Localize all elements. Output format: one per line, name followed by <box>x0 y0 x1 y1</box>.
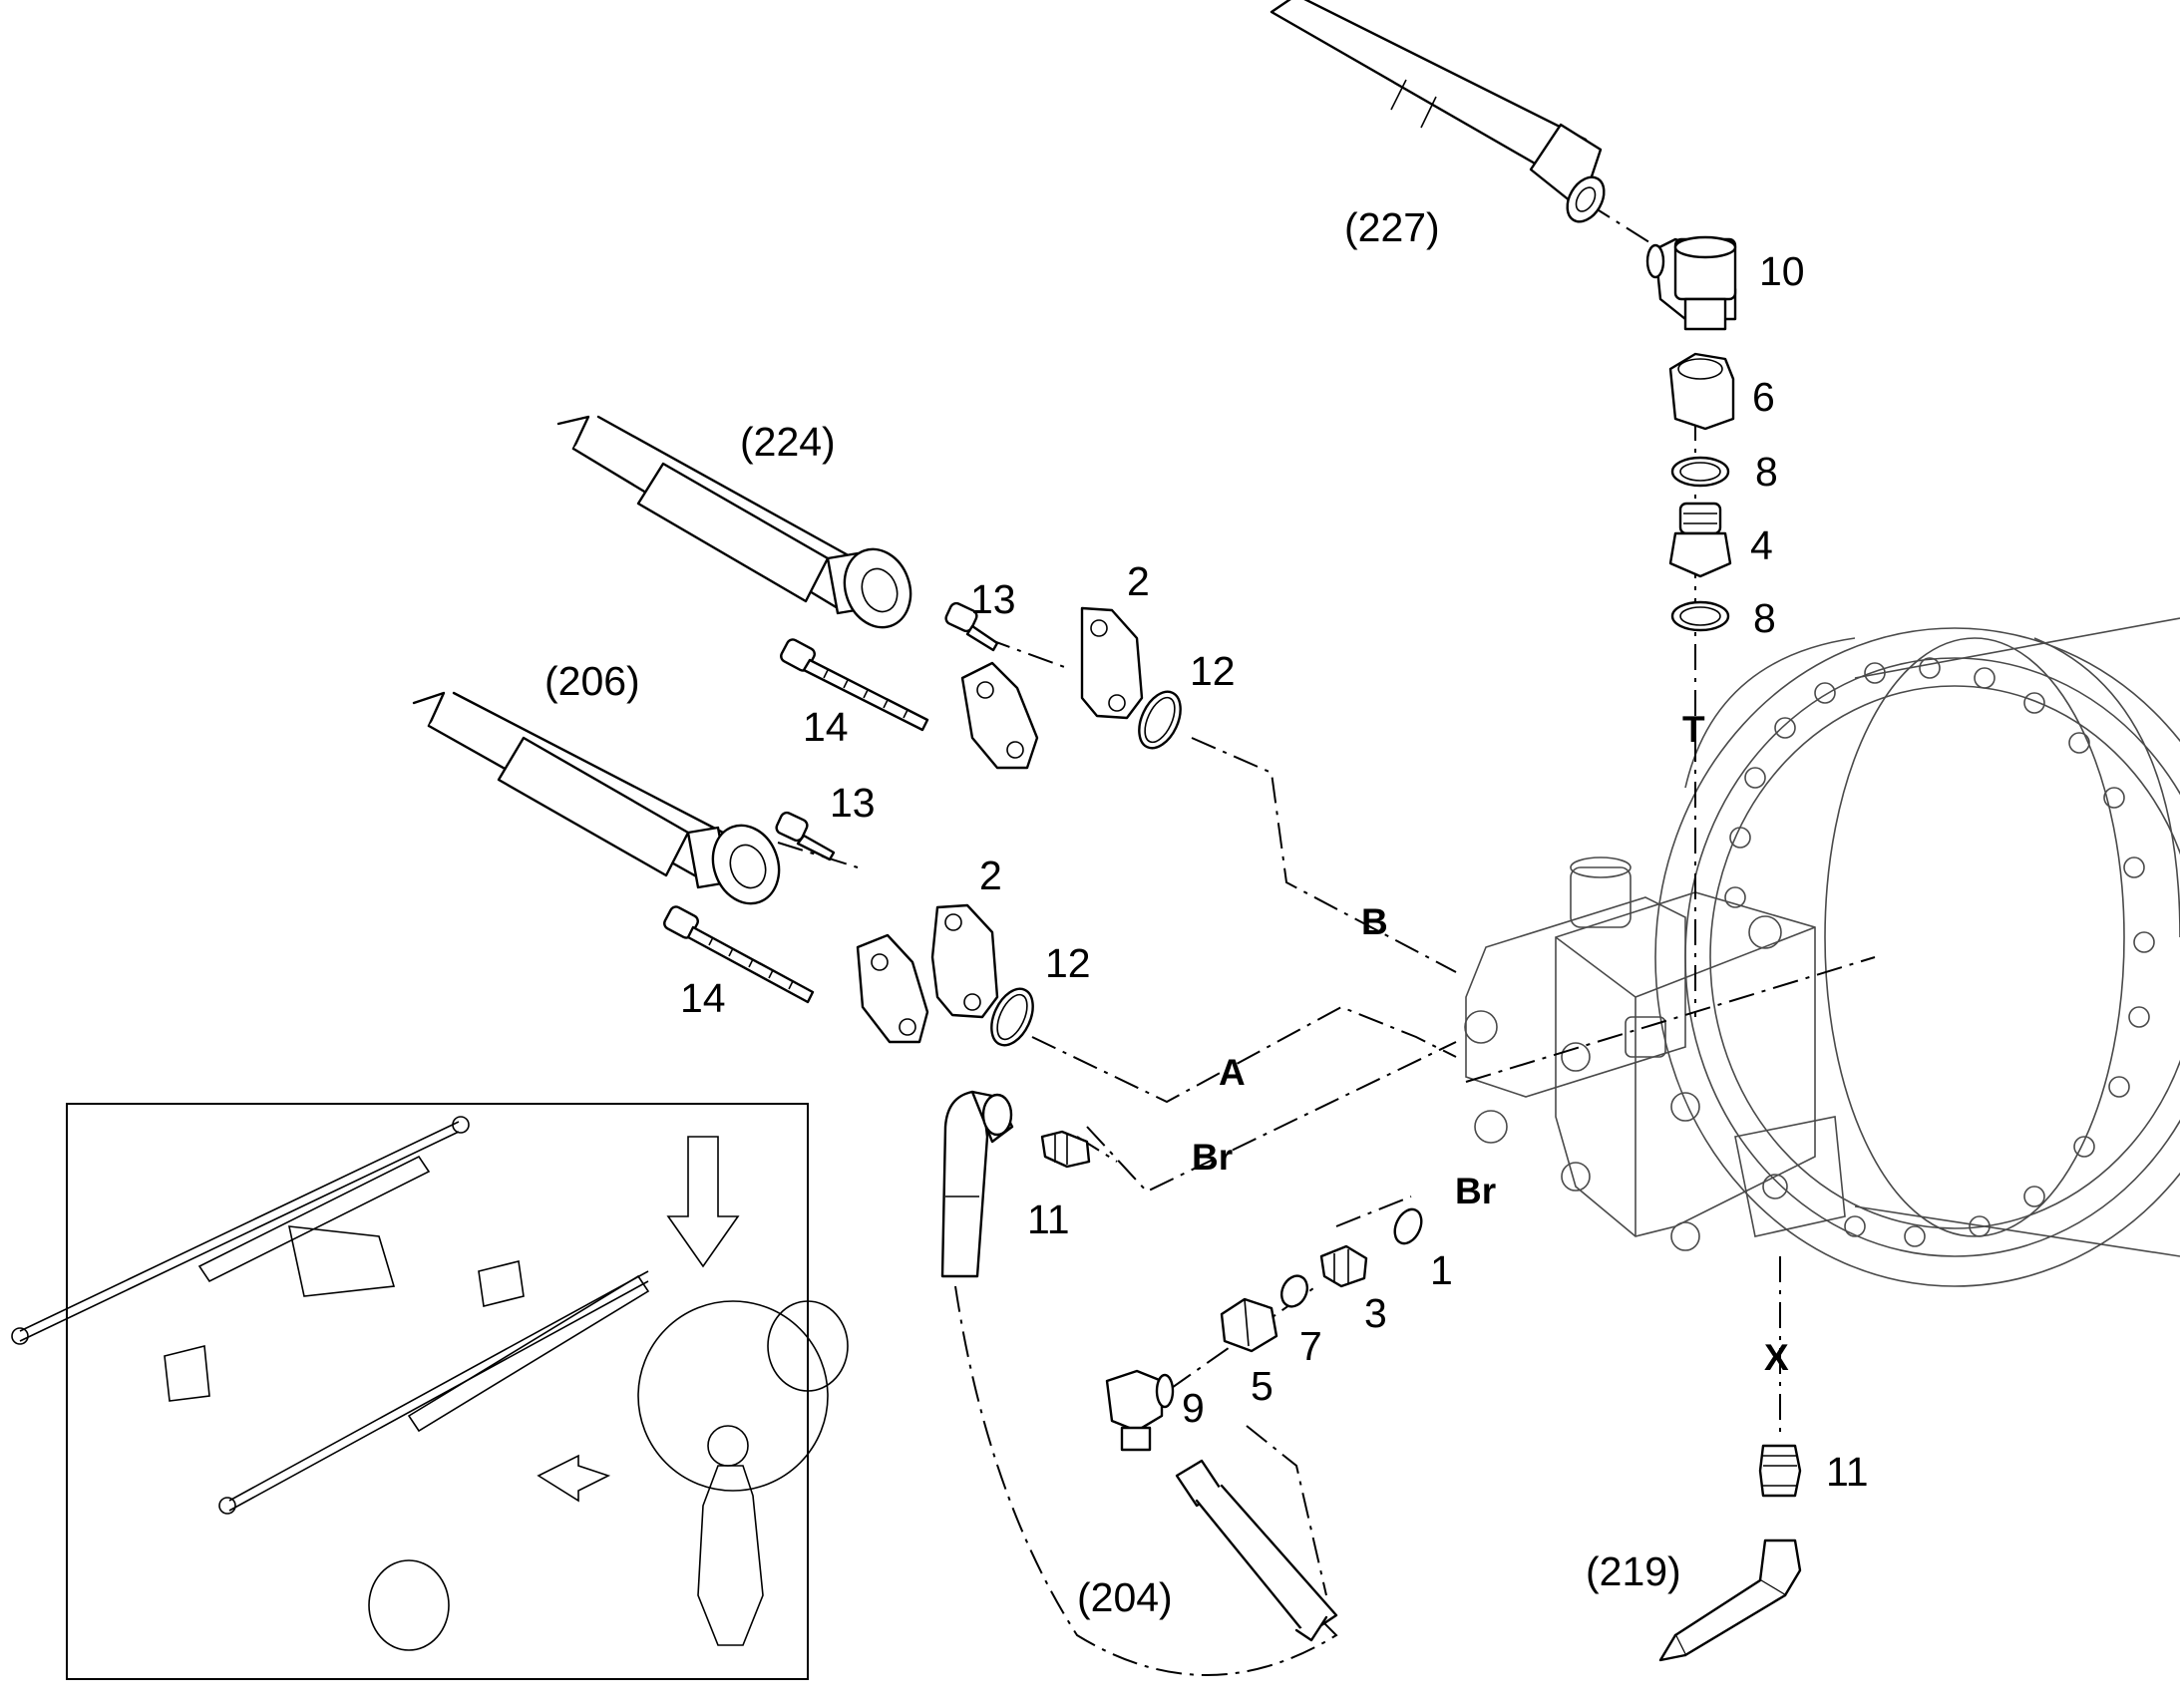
bolt-14-upper <box>780 638 929 732</box>
callout-13-lower: 13 <box>830 780 876 826</box>
callout-5: 5 <box>1251 1363 1273 1409</box>
port-label-B: B <box>1361 901 1388 942</box>
hose-204 <box>1175 1459 1338 1642</box>
split-flange-2-upper <box>960 606 1144 770</box>
adapter-4 <box>1668 502 1732 578</box>
hose-elbow-left <box>940 1090 1014 1278</box>
port-label-Br-left: Br <box>1192 1137 1234 1178</box>
fitting-11-right <box>1758 1444 1802 1498</box>
callout-227: (227) <box>1344 204 1440 250</box>
callout-2-lower: 2 <box>979 853 1002 898</box>
port-label-Br-right: Br <box>1455 1171 1497 1211</box>
seal-8-upper <box>1670 456 1730 488</box>
bolt-13-upper <box>944 601 999 652</box>
callout-1: 1 <box>1430 1247 1453 1293</box>
flange-bolt-holes <box>1724 657 2155 1247</box>
callout-206: (206) <box>545 658 640 704</box>
callout-14-lower: 14 <box>680 975 726 1021</box>
seal-1 <box>1393 1207 1423 1245</box>
fitting-3 <box>1319 1244 1368 1288</box>
elbow-9 <box>1105 1369 1175 1452</box>
callout-3: 3 <box>1364 1290 1387 1336</box>
callout-219: (219) <box>1586 1548 1681 1594</box>
callout-11-right: 11 <box>1826 1449 1869 1495</box>
callout-13-upper: 13 <box>970 576 1016 622</box>
o-ring-12-lower <box>990 987 1034 1047</box>
overview-inset <box>11 1103 849 1680</box>
seal-7 <box>1279 1274 1309 1308</box>
callout-12-lower: 12 <box>1045 940 1091 986</box>
callout-224: (224) <box>740 419 836 465</box>
bolt-14-lower <box>663 905 815 1004</box>
fitting-11-left <box>1040 1130 1091 1169</box>
o-ring-12-upper <box>1138 690 1182 750</box>
travel-motor-assembly <box>1464 617 2180 1287</box>
callout-12-upper: 12 <box>1190 648 1236 694</box>
port-label-X: X <box>1764 1337 1789 1378</box>
callout-4: 4 <box>1750 522 1773 568</box>
callout-14-upper: 14 <box>803 704 849 750</box>
hose-224 <box>556 415 912 629</box>
port-label-A: A <box>1219 1052 1246 1093</box>
bolt-13-lower <box>775 811 836 861</box>
seal-8-lower <box>1670 600 1730 632</box>
callout-204: (204) <box>1077 1574 1173 1620</box>
callout-8-upper: 8 <box>1755 449 1778 495</box>
callout-8-lower: 8 <box>1753 595 1776 641</box>
callout-7: 7 <box>1299 1323 1322 1369</box>
callout-11-left: 11 <box>1027 1196 1070 1242</box>
port-label-T: T <box>1682 709 1705 750</box>
fitting-10 <box>1645 235 1737 331</box>
hose-219 <box>1658 1538 1802 1662</box>
adapter-5 <box>1220 1297 1278 1353</box>
callout-10: 10 <box>1759 248 1805 294</box>
callout-9: 9 <box>1182 1385 1205 1431</box>
hose-206 <box>412 691 781 905</box>
callout-6: 6 <box>1752 374 1775 420</box>
split-flange-2-lower <box>856 903 999 1044</box>
nut-6 <box>1668 352 1735 431</box>
callout-2-upper: 2 <box>1127 558 1150 604</box>
hose-227 <box>1270 0 1606 223</box>
